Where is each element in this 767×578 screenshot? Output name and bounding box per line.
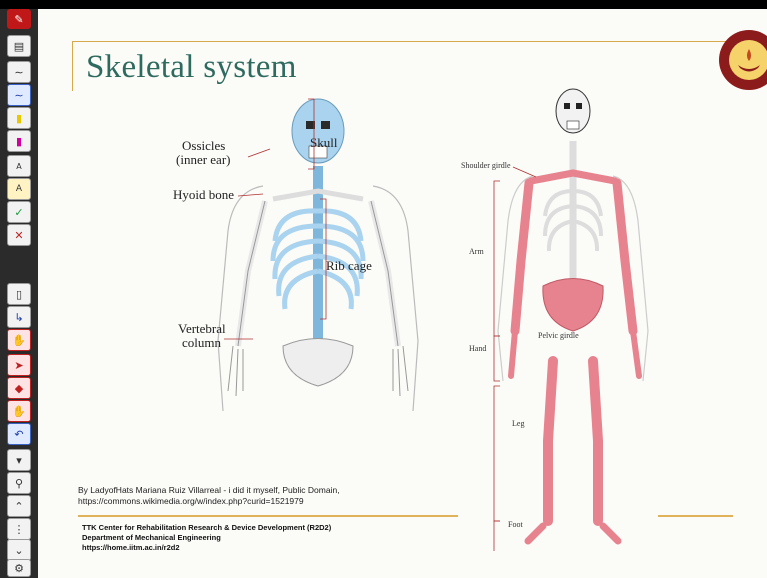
- eraser-icon[interactable]: ◆: [7, 377, 31, 399]
- label-foot: Foot: [508, 520, 523, 529]
- credit-line-2: https://commons.wikimedia.org/w/index.ph…: [78, 496, 340, 507]
- page-icon[interactable]: ▯: [7, 283, 31, 305]
- left-leader-lines: [38, 9, 438, 409]
- credit-line-1: By LadyofHats Mariana Ruiz Villarreal - …: [78, 485, 340, 496]
- label-hand: Hand: [469, 344, 486, 353]
- label-pelvic-girdle: Pelvic girdle: [538, 331, 579, 340]
- hand-icon[interactable]: ✋: [7, 329, 31, 351]
- highlighter-yellow-icon[interactable]: ▮: [7, 107, 31, 129]
- slide-footer: TTK Center for Rehabilitation Research &…: [82, 523, 331, 553]
- zoom-icon[interactable]: ⚲: [7, 472, 31, 494]
- footer-department: Department of Mechanical Engineering: [82, 533, 331, 543]
- settings-icon[interactable]: ⚙: [7, 559, 31, 577]
- label-shoulder-girdle: Shoulder girdle: [461, 161, 511, 170]
- right-leader-lines: [488, 81, 628, 551]
- label-arm: Arm: [469, 247, 484, 256]
- text-highlight-icon[interactable]: A: [7, 178, 31, 200]
- undo-icon[interactable]: ↶: [7, 423, 31, 445]
- footer-center-name: TTK Center for Rehabilitation Research &…: [82, 523, 331, 533]
- label-leg: Leg: [512, 419, 524, 428]
- slide: Skeletal system: [38, 9, 767, 578]
- footer-rule-left: [78, 515, 458, 517]
- check-icon[interactable]: ✓: [7, 201, 31, 223]
- top-bar: [0, 0, 767, 9]
- text-small-icon[interactable]: A: [7, 155, 31, 177]
- image-credit: By LadyofHats Mariana Ruiz Villarreal - …: [78, 485, 340, 507]
- dropdown-icon[interactable]: ▾: [7, 449, 31, 471]
- footer-rule-right: [658, 515, 733, 517]
- save-icon[interactable]: ▤: [7, 35, 31, 57]
- pointer-icon[interactable]: ➤: [7, 354, 31, 376]
- app-logo-icon[interactable]: ✎: [7, 9, 31, 29]
- hand-red-icon[interactable]: ✋: [7, 400, 31, 422]
- close-icon[interactable]: ✕: [7, 224, 31, 246]
- export-icon[interactable]: ↳: [7, 306, 31, 328]
- pen-blue-icon[interactable]: ∼: [7, 84, 31, 106]
- institute-seal-icon: [718, 29, 767, 91]
- pen-thin-icon[interactable]: ∼: [7, 61, 31, 83]
- down-icon[interactable]: ⌄: [7, 539, 31, 561]
- footer-url: https://home.iitm.ac.in/r2d2: [82, 543, 331, 553]
- annotation-toolbar: ✎ ▤ ∼ ∼ ▮ ▮ A A ✓ ✕ ▯ ↳ ✋ ➤ ◆ ✋ ↶ ▾ ⚲ ⌃ …: [0, 9, 38, 578]
- up-icon[interactable]: ⌃: [7, 495, 31, 517]
- highlighter-pink-icon[interactable]: ▮: [7, 130, 31, 152]
- more-icon[interactable]: ⋮: [7, 518, 31, 540]
